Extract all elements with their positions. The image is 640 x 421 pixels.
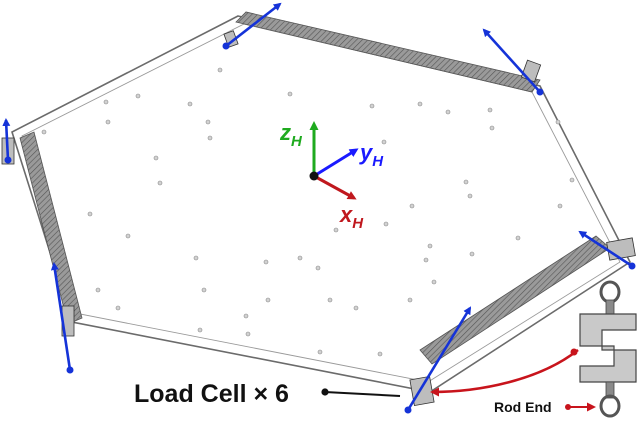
rod-end-callout: Rod End [494,399,596,415]
x-axis-arrow [313,174,357,200]
detail-callout-dot [570,348,578,356]
load-cell-leader-line [324,391,401,397]
y-axis-label: yH [359,140,384,170]
coordinate-frame: zH yH xH [279,120,384,232]
x-axis-label: xH [339,202,364,232]
load-cell-callout: Load Cell × 6 [134,380,401,408]
edge-rails [19,11,611,365]
load-cell-label: Load Cell × 6 [134,380,289,408]
rod-end-top [599,280,621,304]
z-axis-label: zH [279,120,303,150]
frame-origin [309,171,319,181]
mounting-holes [41,67,575,357]
y-axis-arrow [313,148,359,178]
s-beam-body [579,313,637,383]
force-arrow-bases [4,42,636,414]
s-type-load-cell-detail [579,280,637,418]
force-arrows [2,2,633,411]
rod-end-bottom [599,394,621,418]
detail-callout-arrow [430,348,579,397]
rod-end-label: Rod End [494,399,552,415]
